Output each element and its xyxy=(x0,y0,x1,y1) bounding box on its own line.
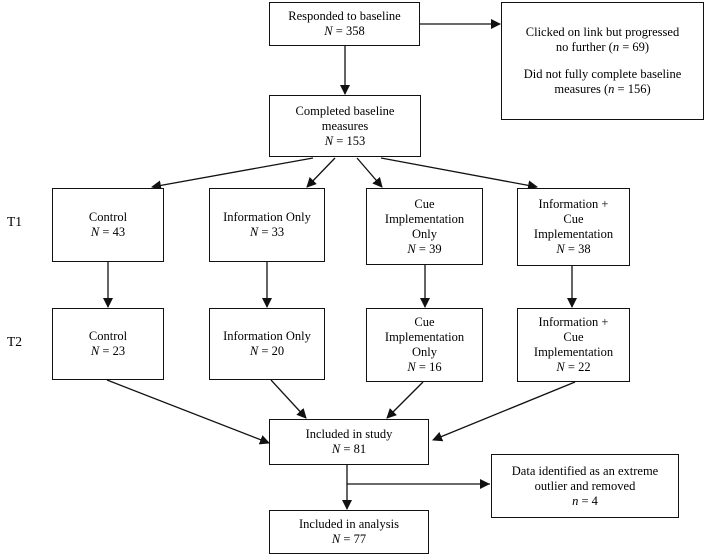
arrow-t2-info-to-included xyxy=(270,379,307,419)
box-t1-cue-implementation-only: Cue Implementation Only N = 39 xyxy=(366,188,483,265)
box-t1-control: Control N = 43 xyxy=(52,188,164,262)
box-included-in-analysis: Included in analysis N = 77 xyxy=(269,510,429,554)
arrow-completed-to-info xyxy=(306,157,336,188)
arrow-completed-to-control xyxy=(151,157,314,191)
dropout-incomplete-note: Did not fully complete baseline measures… xyxy=(523,67,682,96)
arrowhead-to-outlier xyxy=(480,479,490,489)
box-t2-control: Control N = 23 xyxy=(52,308,164,380)
box-completed-baseline: Completed baseline measures N = 153 xyxy=(269,95,421,157)
arrow-completed-to-infocue xyxy=(380,157,538,191)
box-dropout: Clicked on link but progressed no furthe… xyxy=(501,2,704,120)
label-t1: T1 xyxy=(7,214,22,229)
arrow-t2-infocue-to-included xyxy=(432,381,576,442)
box-responded-baseline: Responded to baseline N = 358 xyxy=(269,2,420,46)
box-t1-information-cue: Information + Cue Implementation N = 38 xyxy=(517,188,630,266)
dropout-link-note: Clicked on link but progressed no furthe… xyxy=(525,25,680,54)
arrow-t2-control-to-included xyxy=(106,379,270,445)
label-t2: T2 xyxy=(7,334,22,349)
box-included-in-study: Included in study N = 81 xyxy=(269,419,429,465)
arrow-t2-cue-to-included xyxy=(386,381,424,419)
box-t2-cue-implementation-only: Cue Implementation Only N = 16 xyxy=(366,308,483,382)
box-t2-information-only: Information Only N = 20 xyxy=(209,308,325,380)
box-t2-information-cue: Information + Cue Implementation N = 22 xyxy=(517,308,630,382)
arrow-completed-to-cue xyxy=(356,157,383,188)
box-outlier-removed: Data identified as an extreme outlier an… xyxy=(491,454,679,518)
box-t1-information-only: Information Only N = 33 xyxy=(209,188,325,262)
